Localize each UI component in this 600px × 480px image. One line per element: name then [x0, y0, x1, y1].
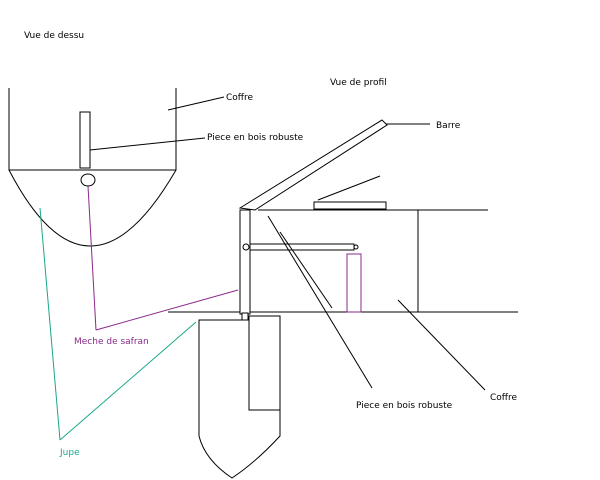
meche-leader-vertical	[87, 185, 97, 331]
meche-label: Meche de safran	[74, 337, 149, 347]
profile-support-block	[346, 253, 362, 313]
top-rudder-stock	[80, 173, 96, 187]
barre-label: Barre	[436, 121, 461, 131]
top-coffre-outline	[8, 88, 177, 171]
meche-leader-diagonal	[95, 289, 239, 331]
labels: Vue de dessu Vue de profil Coffre Piece …	[24, 31, 517, 458]
profile-view	[168, 119, 518, 479]
top-coffre-leader	[167, 96, 225, 111]
profile-bar-end	[353, 244, 359, 250]
profile-view-title: Vue de profil	[330, 78, 387, 88]
profile-piece-leader-1	[267, 215, 373, 389]
profile-hatch-lid	[317, 175, 381, 201]
top-piece-label: Piece en bois robuste	[207, 133, 304, 143]
profile-pivot	[242, 243, 250, 251]
jupe-label: Jupe	[59, 448, 80, 458]
profile-rudder-inner	[248, 315, 281, 411]
profile-coffre-label: Coffre	[490, 393, 517, 403]
profile-hatch	[313, 201, 387, 210]
top-hull-curve	[8, 169, 177, 247]
profile-piece-leader-2	[279, 231, 333, 309]
colored-leaders	[39, 185, 239, 441]
profile-tiller	[238, 119, 388, 211]
top-view	[8, 88, 225, 247]
profile-wood-bar	[249, 243, 355, 251]
top-piece-leader	[89, 137, 206, 151]
jupe-leader-1	[39, 207, 61, 441]
profile-rudder-post	[239, 209, 251, 315]
top-coffre-label: Coffre	[226, 93, 253, 103]
jupe-leader-2	[59, 321, 197, 441]
top-view-title: Vue de dessu	[24, 31, 84, 41]
top-wood-piece	[79, 111, 91, 169]
profile-piece-label: Piece en bois robuste	[356, 401, 453, 411]
profile-coffre-leader	[397, 299, 486, 391]
